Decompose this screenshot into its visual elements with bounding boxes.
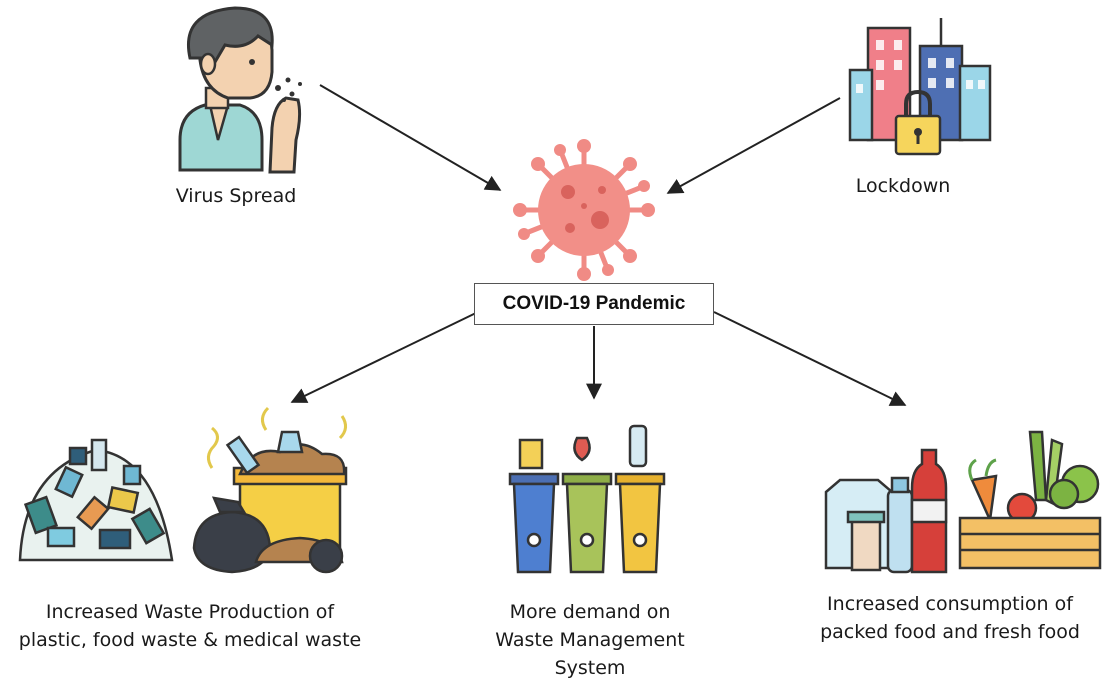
effect-label-waste-management: More demand on Waste Management System	[460, 598, 720, 682]
arrow-pandemic-to-consumption	[713, 311, 907, 406]
effect-label-line: More demand on	[509, 601, 671, 623]
center-node-pandemic: COVID-19 Pandemic	[474, 283, 714, 325]
effect-label-line: Waste Management	[495, 629, 685, 651]
effect-label-line: packed food and fresh food	[820, 621, 1080, 643]
garbage-bags-icon	[192, 406, 348, 574]
waste-pile-icon	[18, 438, 174, 562]
effect-label-line: Increased consumption of	[827, 593, 1073, 615]
effect-label-line: plastic, food waste & medical waste	[18, 629, 362, 651]
arrow-lockdown-to-pandemic	[666, 97, 841, 194]
effect-label-waste-production: Increased Waste Production of plastic, f…	[0, 598, 380, 654]
locked-city-icon	[848, 18, 992, 156]
cause-label-virus-spread: Virus Spread	[176, 185, 297, 207]
effect-label-line: System	[554, 657, 626, 679]
arrow-pandemic-to-waste-production	[290, 311, 479, 403]
cause-label-lockdown: Lockdown	[856, 175, 951, 197]
coughing-person-icon	[178, 6, 302, 174]
effect-label-line: Increased Waste Production of	[45, 601, 335, 623]
effect-label-consumption: Increased consumption of packed food and…	[800, 590, 1100, 646]
arrow-virus-spread-to-pandemic	[319, 84, 502, 191]
fresh-produce-crate-icon	[958, 430, 1102, 570]
packaged-food-icon	[824, 448, 948, 574]
virus-icon	[513, 139, 655, 281]
arrows	[290, 84, 907, 406]
recycling-bins-icon	[508, 424, 666, 574]
